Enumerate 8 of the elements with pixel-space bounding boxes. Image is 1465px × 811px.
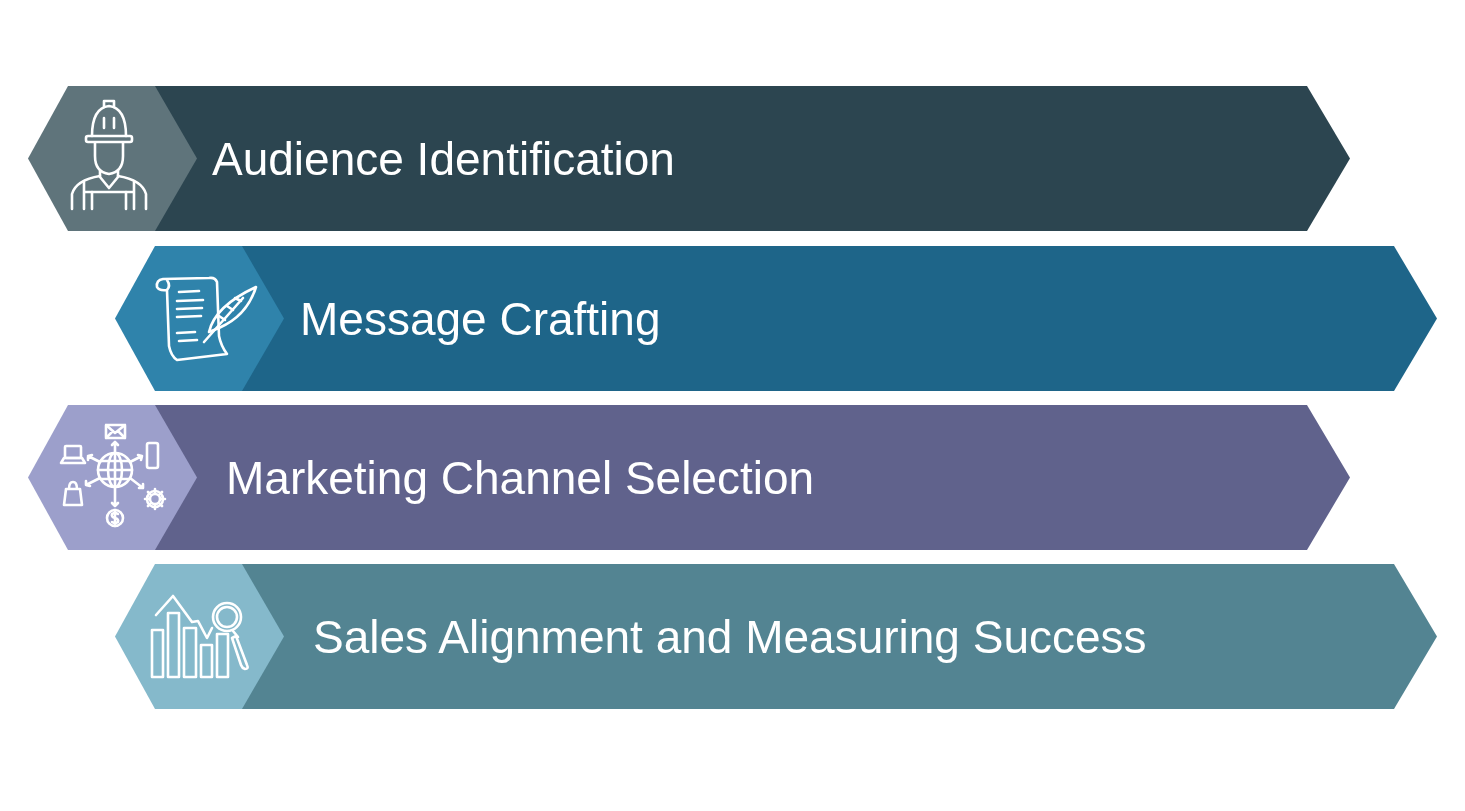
chevron-band: [115, 246, 1437, 391]
chevron-band: [28, 405, 1350, 550]
step-title: Message Crafting: [300, 292, 661, 345]
step-title: Audience Identification: [212, 132, 675, 185]
step-title: Marketing Channel Selection: [226, 451, 815, 504]
step-title: Sales Alignment and Measuring Success: [313, 610, 1147, 663]
chevron-band: [28, 86, 1350, 231]
chevron-band: [115, 564, 1437, 709]
